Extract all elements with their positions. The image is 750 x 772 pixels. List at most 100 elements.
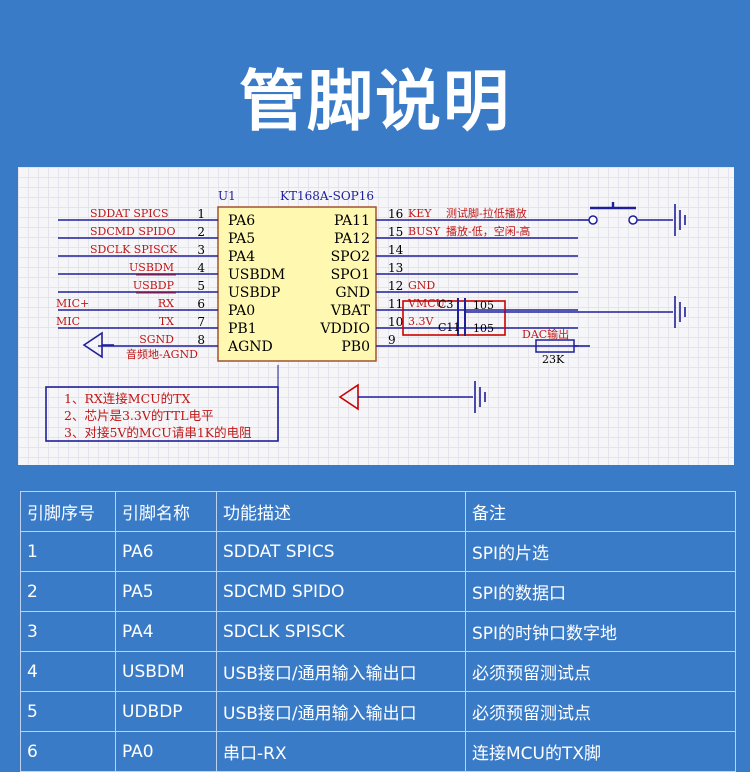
pin-name-right: VDDIO [319, 321, 370, 337]
busy-note: 播放-低，空闲-高 [446, 224, 530, 238]
dac-label: DAC输出 [522, 327, 569, 341]
pin-name-left: PA4 [228, 249, 255, 265]
pin-number-right: 15 [388, 225, 403, 239]
cell-function: 串口-RX [216, 731, 466, 772]
pin-number-left: 2 [197, 225, 205, 239]
switch-contact-right [628, 215, 638, 225]
pin-number-right: 11 [388, 297, 403, 311]
pin-name-left: PB1 [228, 321, 257, 337]
cell-remark: 必须预留测试点 [465, 651, 736, 692]
pin-number-left: 3 [197, 243, 205, 257]
pin-number-right: 14 [388, 243, 404, 257]
note-line: 3、对接5V的MCU请串1K的电阻 [64, 425, 252, 440]
pin-number-right: 10 [388, 315, 403, 329]
pin-number-left: 6 [197, 297, 205, 311]
pin-name-right: PA12 [334, 231, 370, 247]
table-row: 2 PA5 SDCMD SPIDO SPI的数据口 [20, 571, 736, 612]
cell-remark: SPI的时钟口数字地 [465, 611, 736, 652]
net-label-left: SDCMD SPIDO [90, 225, 175, 238]
net-label-right: GND [408, 279, 435, 292]
cell-pin-no: 2 [20, 571, 116, 612]
pin-number-left: 5 [197, 279, 205, 293]
pin-name-right: GND [335, 285, 370, 301]
c11-value: 105 [473, 322, 494, 335]
pin-number-left: 4 [197, 261, 205, 275]
resistor-value: 23K [542, 353, 565, 366]
pin-number-left: 8 [197, 333, 205, 347]
cell-function: SDDAT SPICS [216, 531, 466, 572]
cell-pin-no: 5 [20, 691, 116, 732]
cell-pin-name: UDBDP [115, 691, 217, 732]
cell-remark: 必须预留测试点 [465, 691, 736, 732]
c11-ref: C11 [438, 321, 460, 334]
cell-pin-name: PA4 [115, 611, 217, 652]
net-label-right: BUSY [408, 225, 441, 238]
header-function: 功能描述 [216, 491, 466, 532]
cell-pin-name: PA0 [115, 731, 217, 772]
switch-contact-left [588, 215, 598, 225]
cell-pin-name: PA6 [115, 531, 217, 572]
pin-name-right: PA11 [334, 213, 370, 229]
chip-ref-label: U1 [218, 189, 236, 203]
net-label-left: USBDP [133, 279, 175, 292]
pin-name-right: VBAT [330, 303, 371, 319]
chip-part-label: KT168A-SOP16 [280, 189, 374, 203]
pin-name-left: PA6 [228, 213, 255, 229]
agnd-arrow [82, 331, 103, 359]
ground-symbol-key [674, 204, 686, 236]
cell-pin-no: 4 [20, 651, 116, 692]
header-remark: 备注 [465, 491, 736, 532]
cell-function: SDCMD SPIDO [216, 571, 466, 612]
cell-function: USB接口/通用输入输出口 [216, 691, 466, 732]
pin-number-left: 7 [197, 315, 205, 329]
pin-name-left: USBDP [228, 285, 280, 301]
cell-pin-name: USBDM [115, 651, 217, 692]
cell-pin-name: PA5 [115, 571, 217, 612]
pin-name-right: SPO1 [331, 267, 370, 283]
c3-ref: C3 [438, 298, 453, 311]
page-title: 管脚说明 [239, 63, 511, 140]
c3-value: 105 [473, 299, 494, 312]
gnd-arrow [338, 383, 359, 411]
cell-pin-no: 1 [20, 531, 116, 572]
table-row: 1 PA6 SDDAT SPICS SPI的片选 [20, 531, 736, 572]
ext-label-left: MIC+ [56, 297, 89, 310]
chip-body [217, 206, 377, 362]
pin-number-right: 12 [388, 279, 403, 293]
cell-remark: SPI的数据口 [465, 571, 736, 612]
pin-name-left: AGND [227, 339, 273, 355]
cell-function: SDCLK SPISCK [216, 611, 466, 652]
pin-name-left: PA0 [228, 303, 255, 319]
cell-remark: 连接MCU的TX脚 [465, 731, 736, 772]
table-row: 3 PA4 SDCLK SPISCK SPI的时钟口数字地 [20, 611, 736, 652]
net-label-left: SDDAT SPICS [90, 207, 169, 220]
cap-highlight-box [402, 300, 506, 336]
pin-number-left: 1 [197, 207, 205, 221]
notes-box [45, 386, 279, 442]
cell-pin-no: 3 [20, 611, 116, 652]
pin-number-right: 16 [388, 207, 403, 221]
ground-symbol-bottom [474, 381, 486, 413]
pin-name-right: PB0 [341, 339, 370, 355]
net-label-left: USBDM [129, 261, 174, 274]
table-header-row: 引脚序号 引脚名称 功能描述 备注 [20, 491, 736, 532]
pin-table: 引脚序号 引脚名称 功能描述 备注 1 PA6 SDDAT SPICS SPI的… [20, 491, 736, 772]
pin-number-right: 9 [388, 333, 396, 347]
pin-name-right: SPO2 [331, 249, 370, 265]
net-label-left: RX [158, 297, 174, 310]
ext-label-left: MIC [56, 315, 80, 328]
cell-pin-no: 6 [20, 731, 116, 772]
note-line: 2、芯片是3.3V的TTL电平 [64, 408, 214, 423]
net-label-left: TX [159, 315, 174, 328]
cell-function: USB接口/通用输入输出口 [216, 651, 466, 692]
cell-remark: SPI的片选 [465, 531, 736, 572]
net-label-left: SGND [139, 333, 174, 346]
table-row: 6 PA0 串口-RX 连接MCU的TX脚 [20, 731, 736, 772]
agnd-note: 音频地-AGND [126, 347, 198, 361]
net-label-right: KEY [408, 207, 432, 220]
net-label-left: SDCLK SPISCK [90, 243, 178, 256]
table-row: 5 UDBDP USB接口/通用输入输出口 必须预留测试点 [20, 691, 736, 732]
note-line: 1、RX连接MCU的TX [64, 391, 190, 406]
